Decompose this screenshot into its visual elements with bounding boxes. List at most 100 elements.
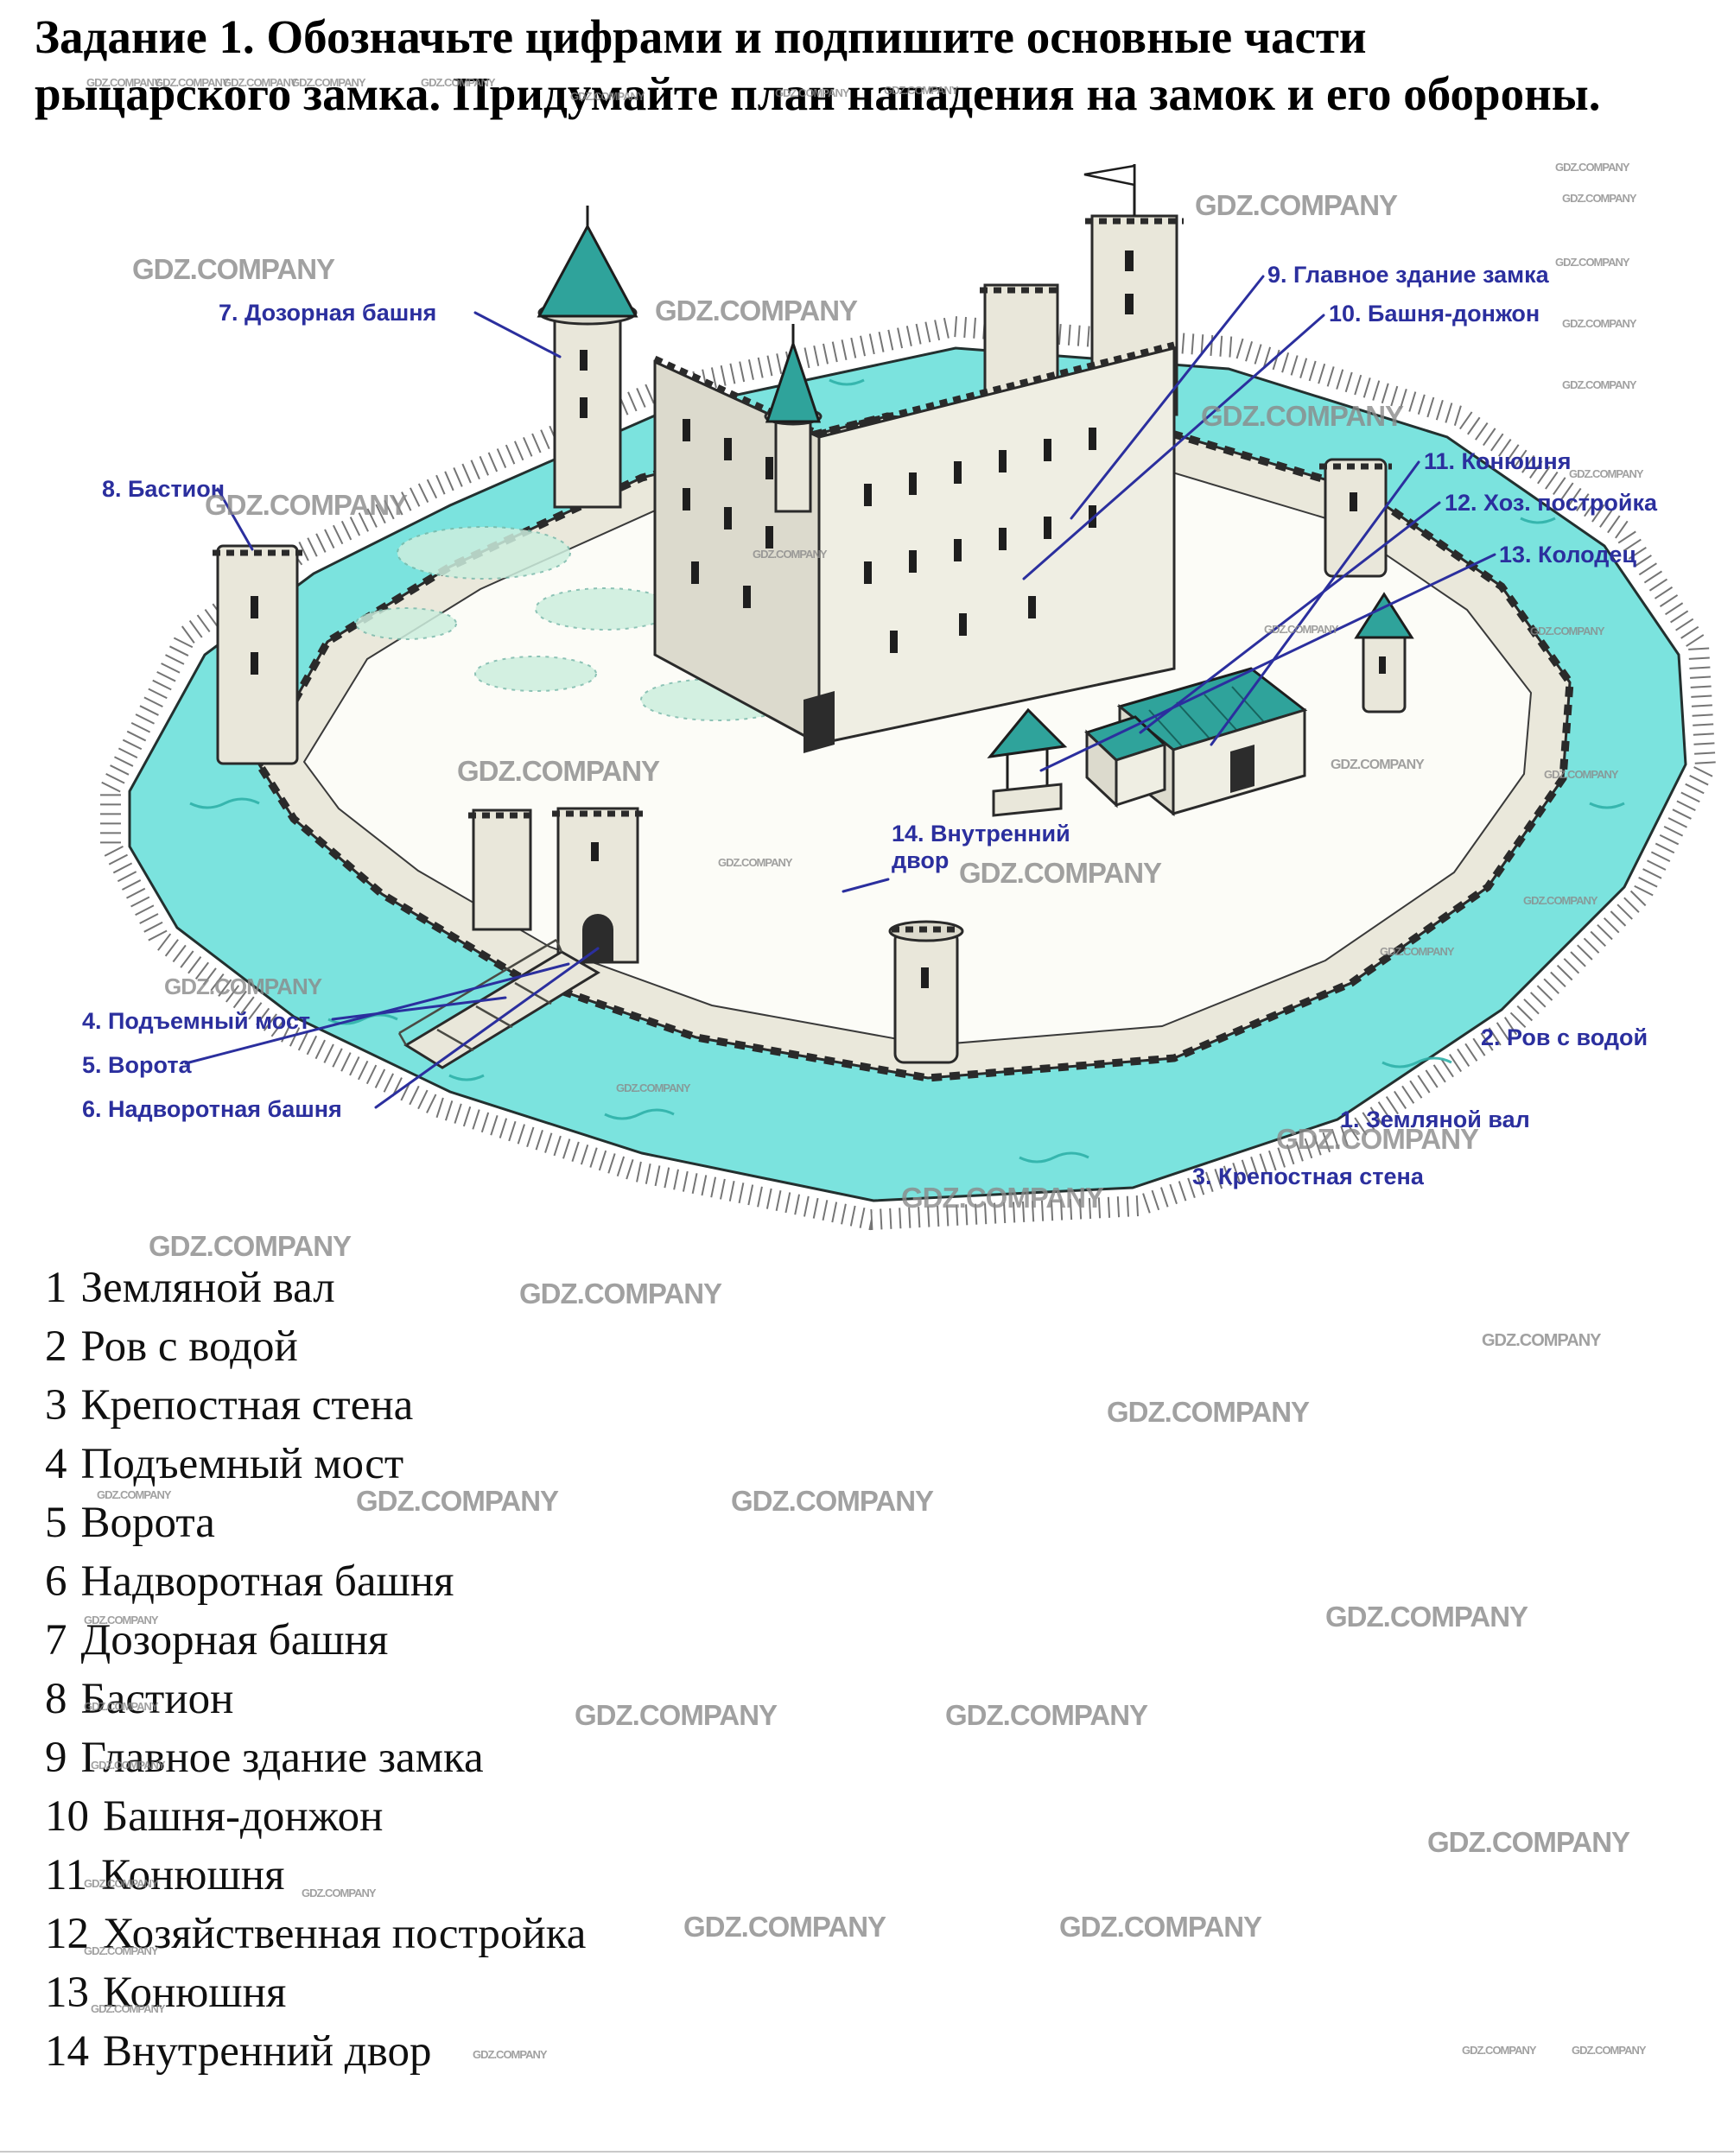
watermark-text: GDZ.COMPANY (164, 973, 322, 999)
legend-item-number: 13 (45, 1969, 89, 2017)
watermark-text: GDZ.COMPANY (1569, 467, 1644, 480)
diagram-label-1: 1. Земляной вал (1340, 1107, 1530, 1132)
watermark-text: GDZ.COMPANY (149, 1230, 352, 1262)
legend-item-name: Ров с водой (80, 1322, 298, 1371)
leader-9 (1070, 275, 1265, 520)
watermark-text: GDZ.COMPANY (959, 857, 1162, 889)
watermark-text: GDZ.COMPANY (356, 1485, 559, 1517)
legend-item-name: Внутренний двор (103, 2027, 432, 2076)
leader-10 (1022, 314, 1325, 580)
watermark-text: GDZ.COMPANY (223, 76, 298, 89)
legend-item: 1 Земляной вал (45, 1263, 586, 1322)
watermark-text: GDZ.COMPANY (570, 90, 645, 103)
legend-item-name: Конюшня (101, 1851, 285, 1899)
watermark-text: GDZ.COMPANY (132, 253, 335, 285)
watermark-text: GDZ.COMPANY (1325, 1601, 1528, 1633)
watermark-text: GDZ.COMPANY (84, 1614, 159, 1627)
task-title-line1: Задание 1. Обозначьте цифрами и подпишит… (35, 10, 1367, 63)
legend-item: 11 Конюшня (45, 1850, 586, 1909)
leader-12 (1139, 501, 1441, 734)
legend-item-number: 9 (45, 1734, 67, 1782)
legend-item: 4 Подъемный мост (45, 1439, 586, 1498)
watermark-text: GDZ.COMPANY (302, 1886, 377, 1899)
well (987, 707, 1068, 817)
legend-item: 12 Хозяйственная постройка (45, 1909, 586, 1968)
watermark-text: GDZ.COMPANY (575, 1699, 778, 1731)
diagram-label-10: 10. Башня-донжон (1329, 301, 1540, 327)
legend-item-number: 12 (45, 1910, 89, 1958)
watermark-text: GDZ.COMPANY (718, 856, 793, 869)
legend-item-name: Конюшня (103, 1969, 287, 2017)
diagram-label-6: 6. Надворотная башня (82, 1096, 342, 1122)
legend-item-number: 2 (45, 1322, 67, 1371)
watermark-text: GDZ.COMPANY (884, 84, 959, 97)
legend-item: 2 Ров с водой (45, 1322, 586, 1380)
task-title-line2: рыцарского замка. Придумайте план нападе… (35, 67, 1601, 120)
watermark-text: GDZ.COMPANY (91, 1759, 166, 1772)
watermark-text: GDZ.COMPANY (291, 76, 366, 89)
legend-item-number: 5 (45, 1499, 67, 1547)
watermark-text: GDZ.COMPANY (616, 1081, 691, 1094)
gate (582, 914, 613, 962)
legend-item-name: Главное здание замка (80, 1734, 484, 1782)
keep-door (803, 691, 835, 753)
south-wall-tower (888, 920, 964, 1064)
legend-item: 14 Внутренний двор (45, 2026, 586, 2085)
legend-item-name: Земляной вал (80, 1264, 335, 1312)
leader-11 (1210, 460, 1420, 746)
watermark-text: GDZ.COMPANY (731, 1485, 934, 1517)
watermark-text: GDZ.COMPANY (519, 1278, 722, 1309)
legend-item-number: 7 (45, 1616, 67, 1665)
bastion-tower (213, 544, 302, 765)
watermark-text: GDZ.COMPANY (945, 1699, 1148, 1731)
gate-side-tower (472, 808, 532, 931)
keep-windows (683, 419, 1096, 653)
legend-item-number: 6 (45, 1557, 67, 1606)
legend-item-name: Бастион (80, 1675, 234, 1723)
watermark-text: GDZ.COMPANY (775, 86, 850, 99)
leader-13 (1039, 553, 1496, 772)
legend-item-name: Крепостная стена (80, 1381, 414, 1430)
watermark-text: GDZ.COMPANY (1201, 400, 1404, 432)
diagram-label-8: 8. Бастион (102, 476, 225, 502)
watermark-text: GDZ.COMPANY (84, 1700, 159, 1713)
watermark-text: GDZ.COMPANY (1462, 2044, 1537, 2057)
diagram-label-7: 7. Дозорная башня (219, 300, 437, 326)
watermark-text: GDZ.COMPANY (1530, 625, 1605, 637)
leader-7 (473, 311, 562, 358)
legend-item: 10 Башня-донжон (45, 1791, 586, 1850)
leader-4 (331, 996, 507, 1021)
legend-item-number: 4 (45, 1440, 67, 1488)
leader-8 (216, 487, 254, 551)
legend-item-name: Башня-донжон (103, 1792, 384, 1841)
watermark-text: GDZ.COMPANY (1562, 378, 1637, 391)
watermark-text: GDZ.COMPANY (457, 755, 660, 787)
legend-item-number: 14 (45, 2027, 89, 2076)
legend-item-name: Ворота (80, 1499, 215, 1547)
legend-item: 13 Конюшня (45, 1968, 586, 2026)
diagram-label-4: 4. Подъемный мост (82, 1008, 311, 1034)
diagram-label-3: 3. Крепостная стена (1192, 1164, 1424, 1189)
watermark-text: GDZ.COMPANY (97, 1488, 172, 1501)
task-title: Задание 1. Обозначьте цифрами и подпишит… (35, 9, 1719, 123)
watermark-text: GDZ.COMPANY (86, 76, 162, 89)
earthen-rampart (100, 315, 1717, 1231)
watch-tower (537, 206, 638, 509)
watermark-text: GDZ.COMPANY (1544, 768, 1619, 781)
watermark-text: GDZ.COMPANY (753, 548, 828, 561)
watermark-text: GDZ.COMPANY (1555, 256, 1630, 269)
diagram-label-14: 14. Внутренний двор (892, 821, 1070, 874)
castle-diagram (100, 164, 1717, 1231)
legend-item-name: Подъемный мост (80, 1440, 404, 1488)
legend-item-number: 3 (45, 1381, 67, 1430)
legend-list: 1 Земляной вал 2 Ров с водой 3 Крепостна… (45, 1263, 586, 2085)
keep-turret (764, 324, 823, 513)
watermark-text: GDZ.COMPANY (155, 76, 230, 89)
label-leader-lines (184, 275, 1496, 1109)
legend-item-number: 10 (45, 1792, 89, 1841)
watermark-text: GDZ.COMPANY (1107, 1396, 1310, 1428)
watermark-text: GDZ.COMPANY (1482, 1331, 1602, 1350)
legend-item: 3 Крепостная стена (45, 1380, 586, 1439)
outbuilding (1084, 715, 1167, 808)
